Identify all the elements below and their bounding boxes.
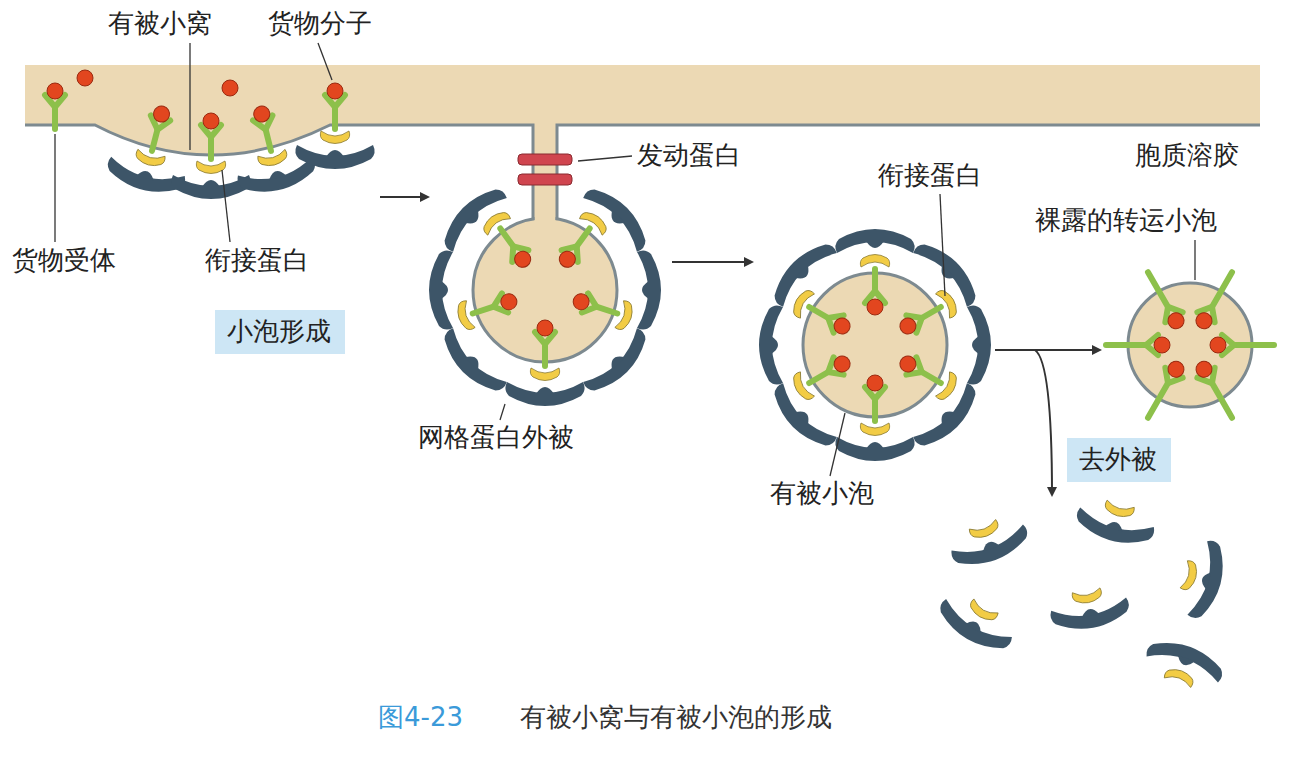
extracellular-space (25, 65, 1260, 224)
structure-label: 发动蛋白 (637, 140, 741, 170)
leader-lines (55, 43, 1195, 476)
stage-text: 小泡形成 (227, 316, 333, 346)
structure-label: 货物分子 (268, 8, 372, 38)
cargo-molecule (77, 70, 93, 86)
stage-text: 去外被 (1079, 444, 1159, 474)
vesicle-neck (535, 205, 556, 227)
figure-caption: 有被小窝与有被小泡的形成 (520, 702, 832, 732)
structure-label: 有被小窝 (108, 8, 212, 38)
released-coat (933, 494, 1231, 697)
dynamin-ring (518, 154, 572, 185)
figure-number: 图4-23 (378, 702, 463, 732)
stage-box: 去外被 (1067, 438, 1171, 482)
cargo-molecule (222, 80, 238, 96)
coated-vesicle (759, 229, 991, 461)
process-arrows (380, 197, 1100, 495)
budding-vesicle (429, 180, 661, 406)
stage-box: 小泡形成 (215, 310, 345, 354)
structure-label: 裸露的转运小泡 (1035, 205, 1217, 235)
region-label: 胞质溶胶 (1135, 140, 1239, 170)
structure-label: 衔接蛋白 (878, 160, 982, 190)
structure-label: 衔接蛋白 (205, 245, 309, 275)
naked-vesicle (1106, 267, 1274, 422)
structure-label: 货物受体 (12, 245, 116, 275)
coated-pit (45, 83, 375, 200)
structure-label: 网格蛋白外被 (418, 422, 574, 452)
structure-label: 有被小泡 (770, 478, 874, 508)
